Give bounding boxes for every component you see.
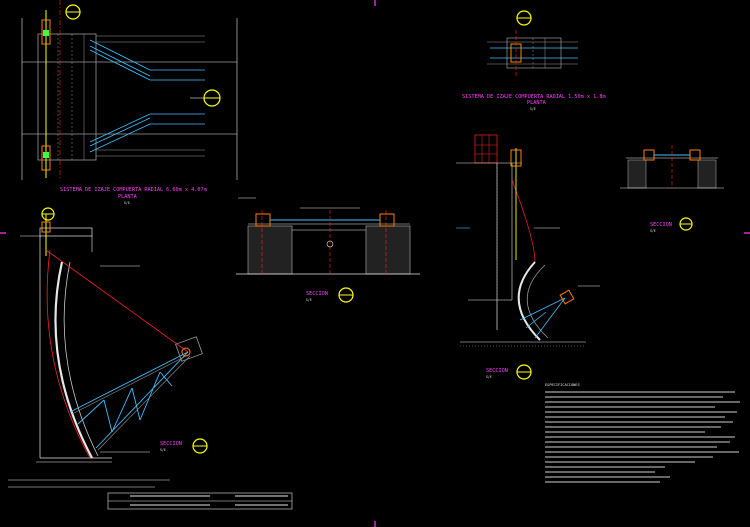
plan-view-large-gate: SISTEMA DE IZAJE COMPUERTA RADIAL 6.60m …: [21, 0, 238, 205]
plan-left-subtitle: PLANTA: [118, 194, 138, 200]
section-callout-left: SECCION S/E: [160, 438, 208, 454]
plan-view-small-gate: SISTEMA DE IZAJE COMPUERTA RADIAL 1.50m …: [462, 10, 606, 111]
detail-bubble-left-section-top: [41, 207, 55, 221]
detail-bubble-right-plan: [516, 10, 532, 26]
section-label-left: SECCION: [160, 441, 182, 447]
section-scale-left: S/E: [160, 448, 166, 452]
plan-right-subtitle: PLANTA: [527, 100, 547, 106]
section-hoist-beam: SECCION S/E: [236, 197, 420, 303]
section-small-radial-gate: SECCION S/E: [456, 134, 600, 380]
section-large-radial-gate: SECCION S/E: [20, 207, 208, 463]
plan-left-scale: S/E: [124, 201, 130, 205]
detail-bubble-top: [65, 4, 81, 20]
section-label-right: SECCION: [486, 368, 508, 374]
section-scale-far-right: S/E: [650, 229, 656, 233]
section-small-hoist: SECCION S/E: [620, 145, 724, 233]
plan-right-title: SISTEMA DE IZAJE COMPUERTA RADIAL 1.50m …: [462, 94, 606, 100]
section-callout-center: SECCION S/E: [306, 287, 354, 303]
section-scale-right: S/E: [486, 375, 492, 379]
plan-left-title: SISTEMA DE IZAJE COMPUERTA RADIAL 6.60m …: [60, 187, 207, 193]
left-notes: [8, 479, 170, 488]
section-label-center: SECCION: [306, 291, 328, 297]
plan-right-scale: S/E: [530, 107, 536, 111]
section-scale-center: S/E: [306, 298, 312, 302]
section-label-far-right: SECCION: [650, 222, 672, 228]
specifications-notes: ESPECIFICACIONES: [545, 383, 740, 483]
section-callout-right: SECCION S/E: [486, 364, 532, 380]
detail-bubble-side: [190, 89, 221, 107]
section-callout-far-right: SECCION S/E: [650, 217, 693, 233]
notes-title: ESPECIFICACIONES: [545, 383, 580, 387]
bottom-table: [107, 492, 293, 510]
